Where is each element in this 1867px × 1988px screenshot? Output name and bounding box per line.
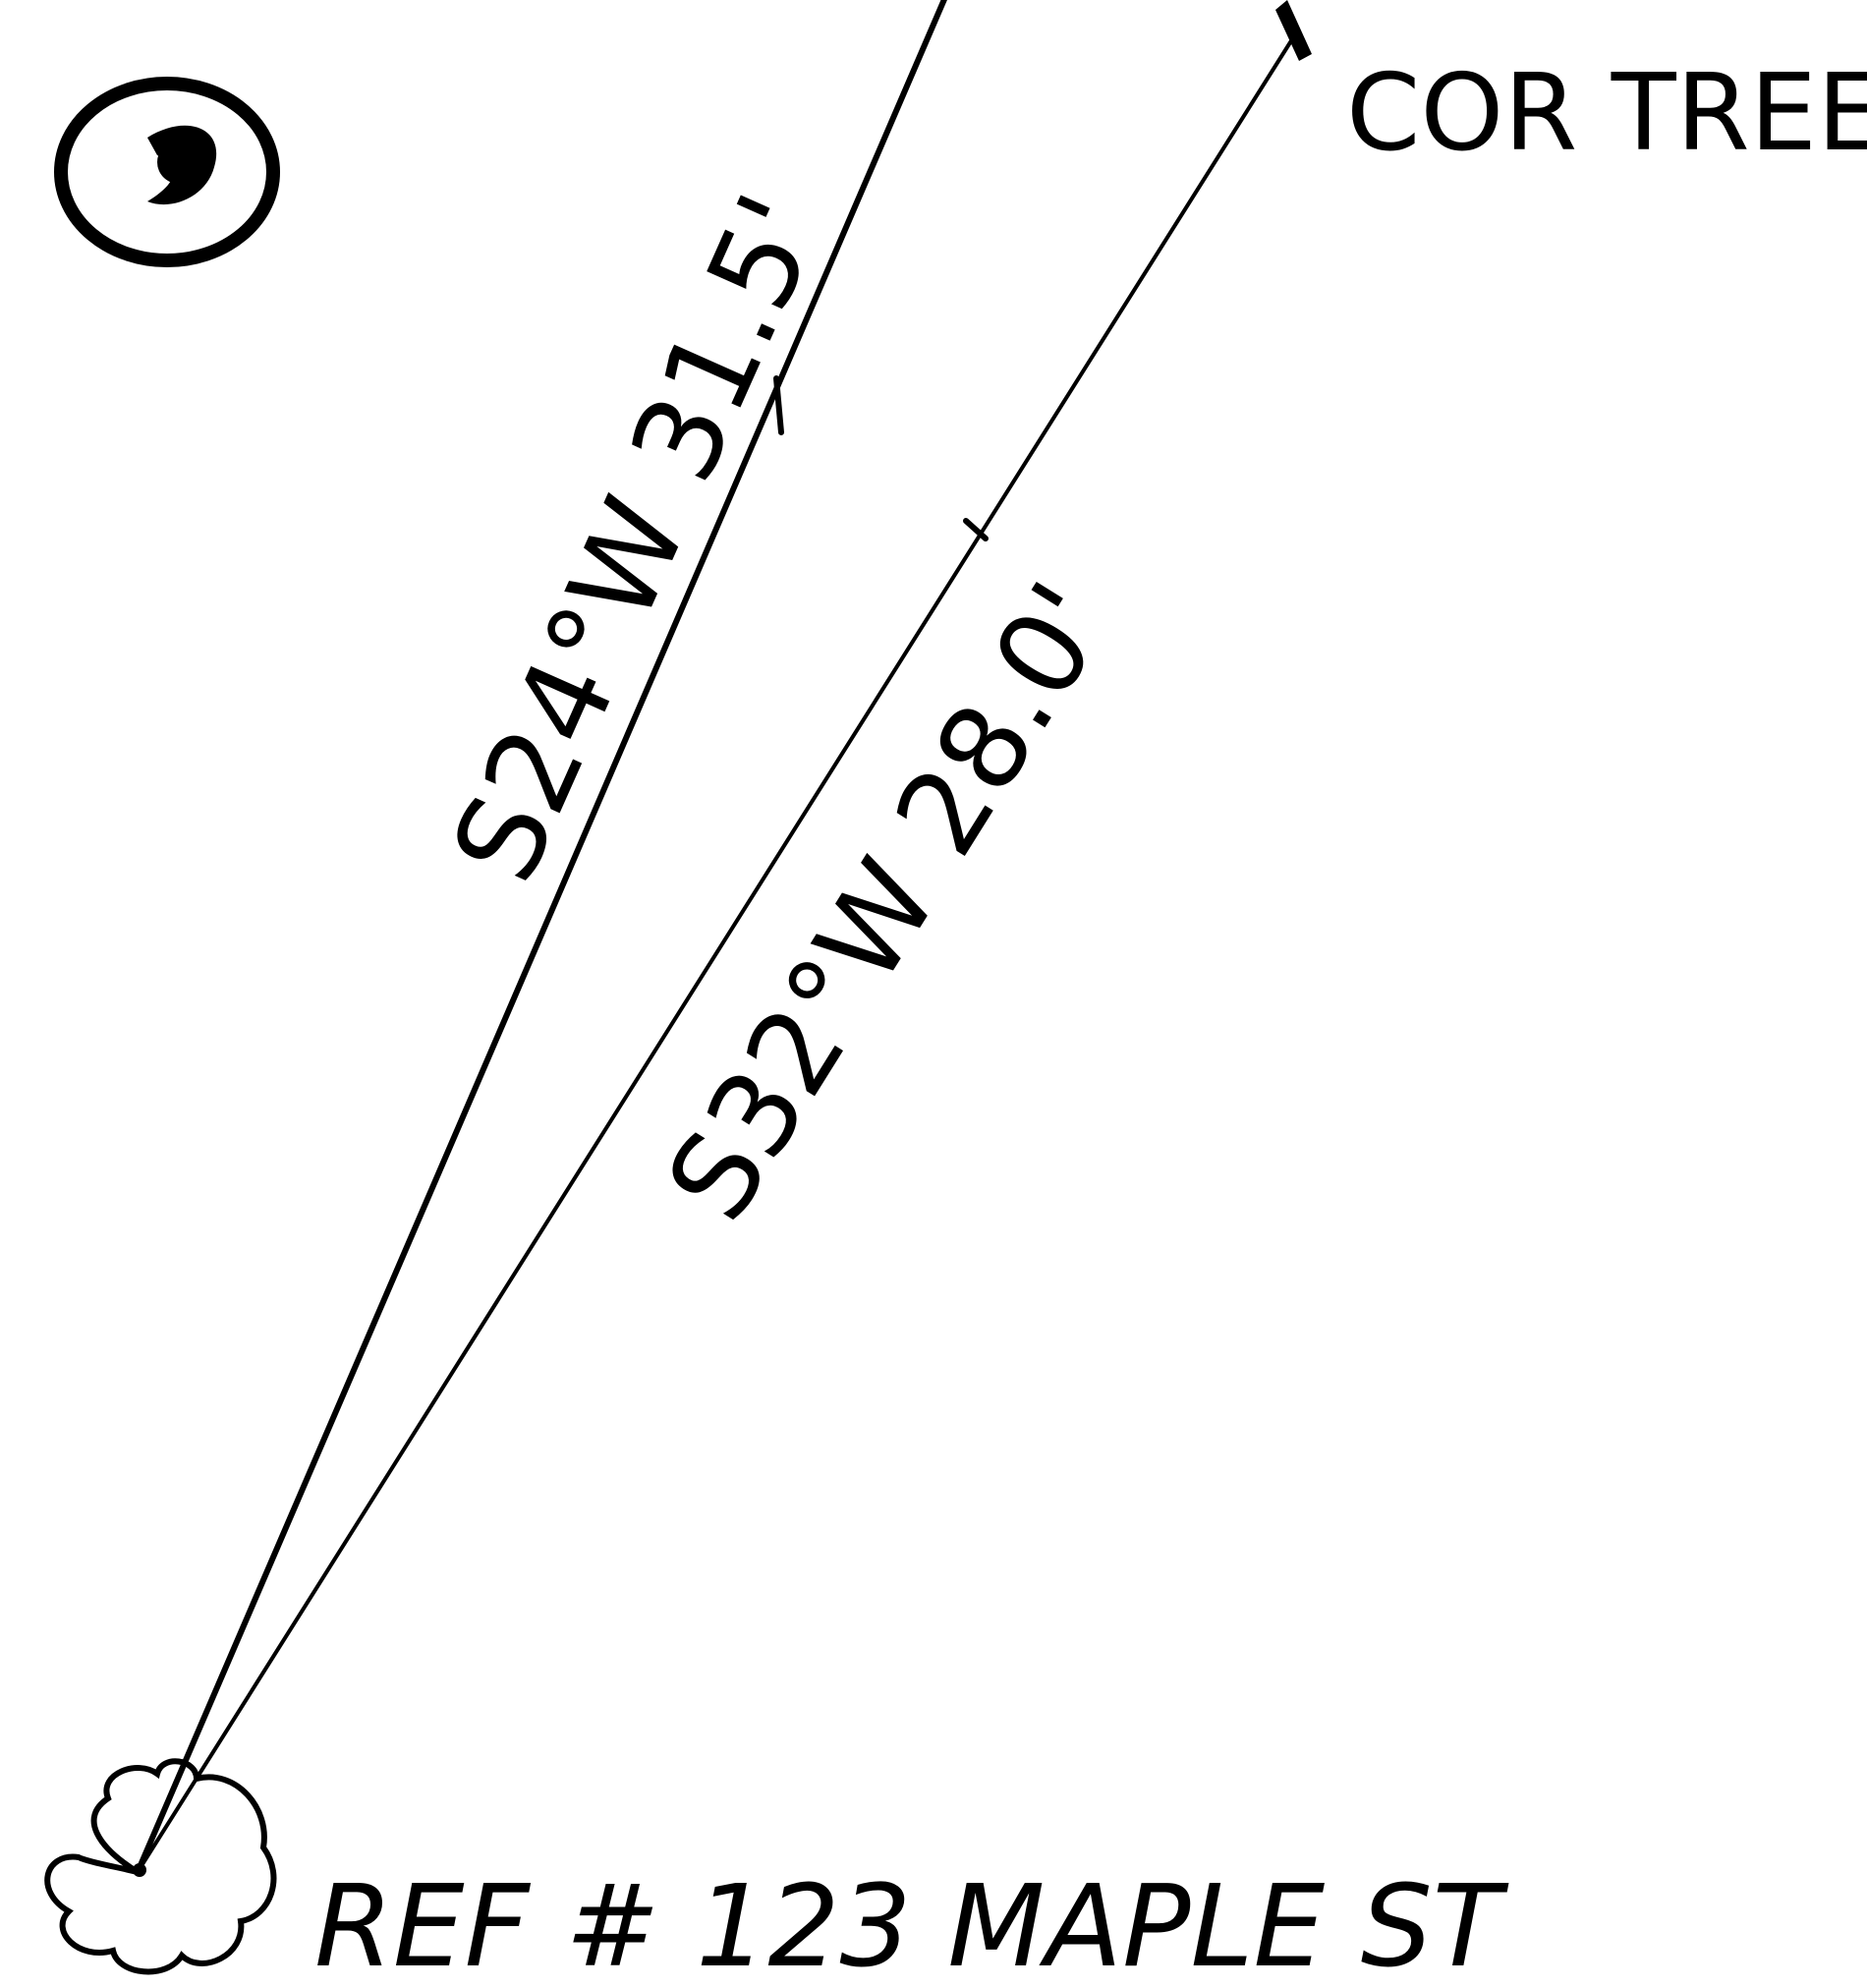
upper-bearing-label: S24°W 31.5' xyxy=(427,176,850,901)
circled-target-icon xyxy=(54,77,280,267)
tree-canopy-icon xyxy=(44,1758,277,1975)
ref-maple-st-label: REF # 123 MAPLE ST xyxy=(314,1861,1509,1988)
cor-tree-label: COR TREE xyxy=(1346,52,1867,175)
corner-arrow-mark xyxy=(1275,0,1312,61)
lower-bearing-line xyxy=(136,37,1294,1874)
upper-bearing-line xyxy=(135,0,947,1875)
lower-bearing-label: S32°W 28.0' xyxy=(641,560,1138,1243)
